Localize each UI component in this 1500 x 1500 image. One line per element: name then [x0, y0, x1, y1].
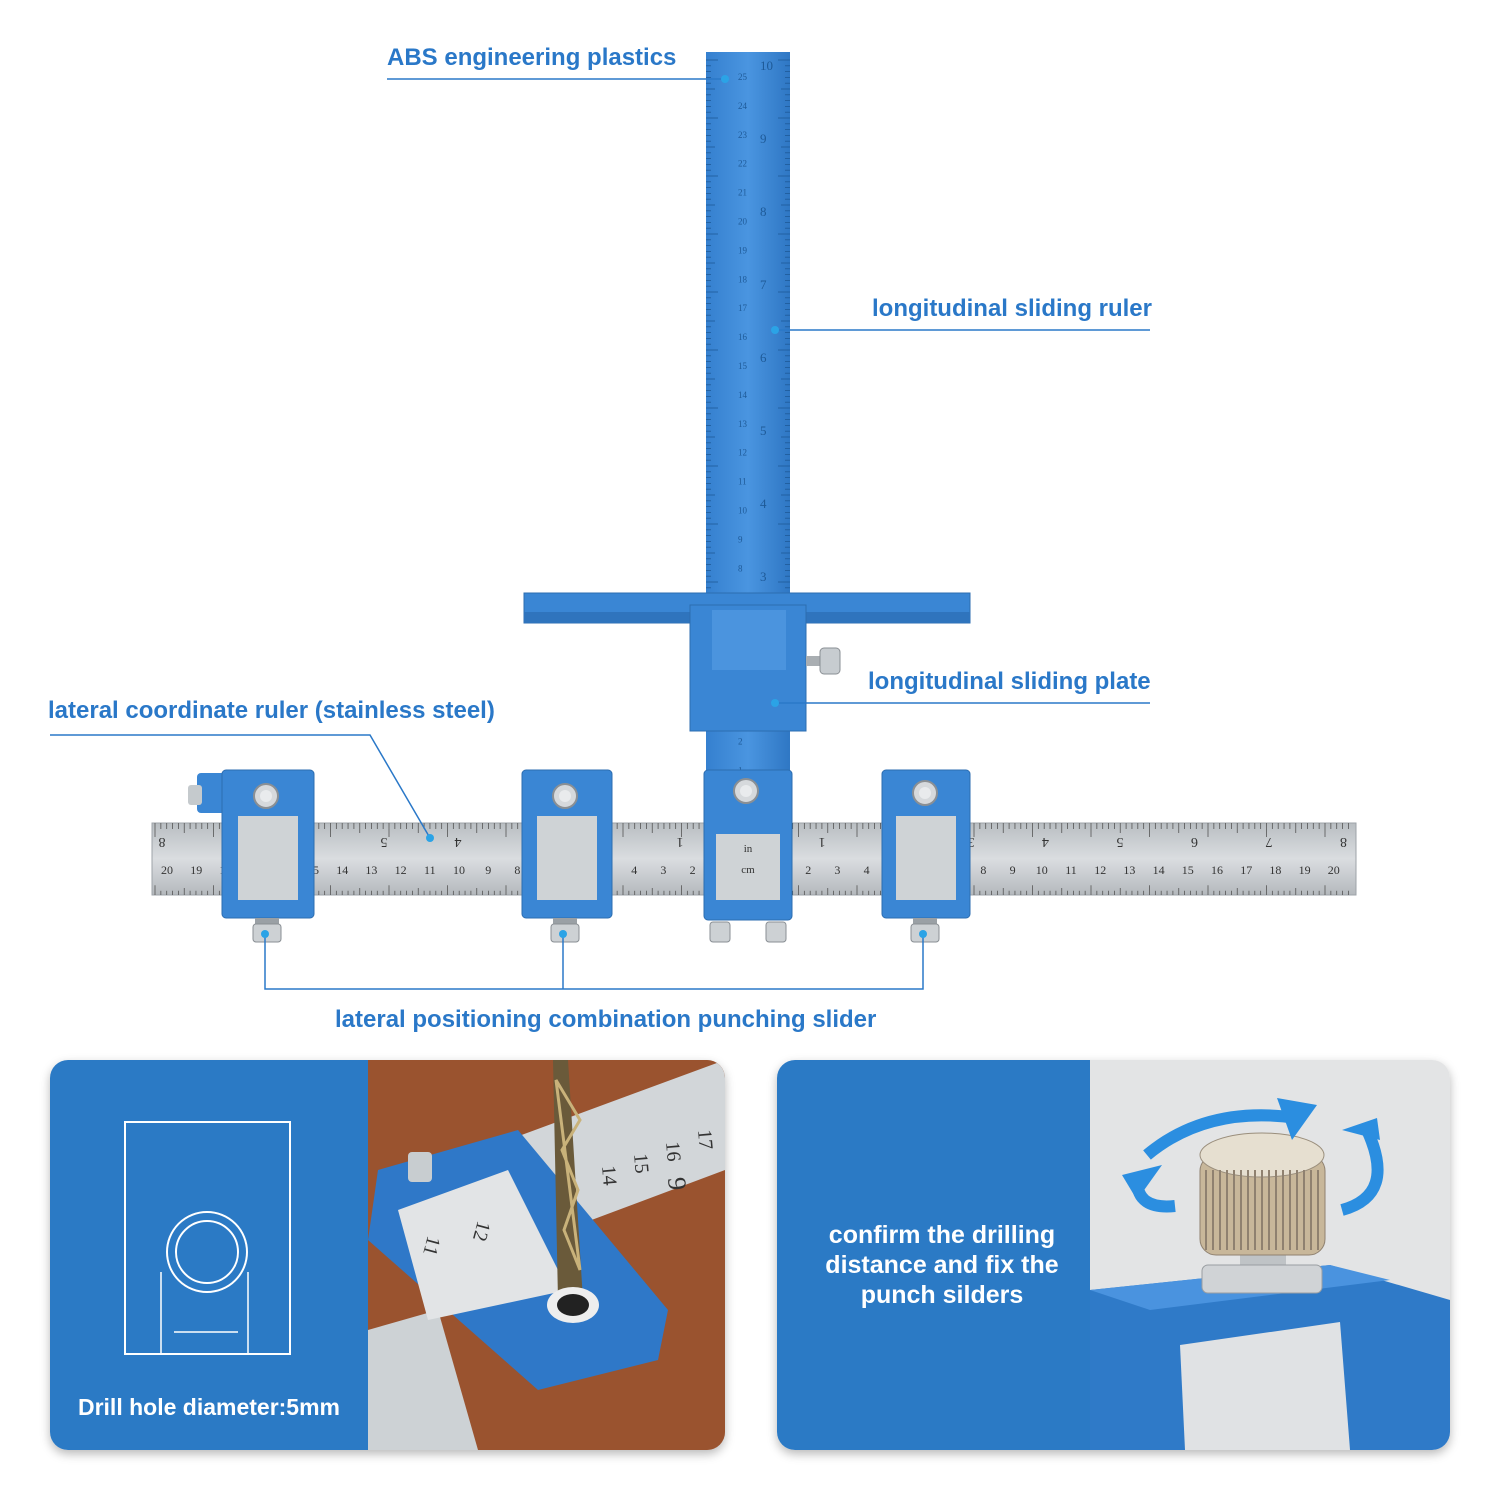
ruler-in-left-8: 8 — [159, 834, 166, 849]
vruler-cm-18: 18 — [738, 274, 748, 284]
ruler-cm-left-20: 20 — [161, 863, 173, 877]
drill-hole-card: Drill hole diameter:5mm 17 16 15 14 9 12… — [50, 1060, 725, 1450]
vruler-cm-14: 14 — [738, 390, 748, 400]
photo-ruler-14: 14 — [597, 1165, 621, 1187]
ruler-cm-left-19: 19 — [190, 863, 202, 877]
ruler-in-left-1: 1 — [677, 834, 684, 849]
punch-slider-2[interactable] — [521, 769, 613, 943]
vruler-in-3: 3 — [760, 569, 767, 584]
vruler-cm-24: 24 — [738, 101, 748, 111]
ruler-in-left-4: 4 — [455, 834, 462, 849]
vruler-in-6: 6 — [760, 350, 767, 365]
rotate-arrows-icon — [1122, 1098, 1384, 1216]
callout-dots — [261, 75, 927, 938]
callout-longitudinal-ruler: longitudinal sliding ruler — [872, 295, 1152, 322]
photo-ruler-17: 17 — [693, 1129, 717, 1151]
ruler-cm-left-14: 14 — [336, 863, 348, 877]
fix-slider-card: confirm the drilling distance and fix th… — [777, 1060, 1450, 1450]
vruler-cm-21: 21 — [738, 188, 747, 198]
vruler-in-7: 7 — [760, 277, 767, 292]
vruler-in-10: 10 — [760, 58, 773, 73]
fix-slider-caption: confirm the drilling distance and fix th… — [825, 1221, 1059, 1309]
drill-hole-diagram-icon — [124, 1121, 291, 1355]
ruler-cm-left-9: 9 — [485, 863, 491, 877]
vruler-cm-8: 8 — [738, 563, 743, 573]
product-illustration: 2019181716151413121110987654321123456789… — [50, 52, 1357, 990]
ruler-cm-right-11: 11 — [1065, 863, 1077, 877]
ruler-cm-right-18: 18 — [1269, 863, 1281, 877]
drill-photo: 17 16 15 14 9 12 11 — [368, 1060, 725, 1450]
vruler-cm-23: 23 — [738, 130, 748, 140]
ruler-cm-left-11: 11 — [424, 863, 436, 877]
ruler-cm-right-19: 19 — [1299, 863, 1311, 877]
ruler-cm-right-4: 4 — [864, 863, 870, 877]
ruler-cm-left-3: 3 — [660, 863, 666, 877]
vruler-in-8: 8 — [760, 204, 767, 219]
callout-lateral-ruler: lateral coordinate ruler (stainless stee… — [48, 697, 495, 724]
vruler-cm-15: 15 — [738, 361, 748, 371]
vruler-cm-17: 17 — [738, 303, 748, 313]
photo-ruler-16: 16 — [661, 1141, 685, 1163]
vruler-cm-19: 19 — [738, 245, 748, 255]
vruler-cm-2: 2 — [738, 737, 743, 747]
ruler-cm-left-2: 2 — [690, 863, 696, 877]
vruler-cm-11: 11 — [738, 477, 747, 487]
ruler-cm-left-10: 10 — [453, 863, 465, 877]
photo-ruler-15: 15 — [629, 1153, 653, 1175]
ruler-cm-right-17: 17 — [1240, 863, 1252, 877]
vruler-cm-20: 20 — [738, 217, 748, 227]
ruler-in-right-8: 8 — [1340, 834, 1347, 849]
ruler-cm-right-14: 14 — [1153, 863, 1165, 877]
ruler-cm-right-2: 2 — [805, 863, 811, 877]
ruler-cm-right-15: 15 — [1182, 863, 1194, 877]
ruler-cm-right-3: 3 — [834, 863, 840, 877]
ruler-in-right-3: 3 — [968, 834, 975, 849]
vruler-cm-16: 16 — [738, 332, 748, 342]
vruler-cm-13: 13 — [738, 419, 748, 429]
ruler-cm-right-13: 13 — [1123, 863, 1135, 877]
ruler-cm-left-12: 12 — [395, 863, 407, 877]
punch-slider-center[interactable] — [703, 769, 793, 943]
drill-hole-caption: Drill hole diameter:5mm — [77, 1394, 341, 1420]
plate-knob[interactable] — [819, 647, 841, 675]
ruler-cm-right-10: 10 — [1036, 863, 1048, 877]
ruler-cm-left-4: 4 — [631, 863, 637, 877]
callout-longitudinal-plate: longitudinal sliding plate — [868, 668, 1151, 695]
vruler-cm-12: 12 — [738, 448, 747, 458]
vruler-cm-25: 25 — [738, 72, 748, 82]
photo-ruler-9: 9 — [662, 1176, 692, 1191]
vruler-in-9: 9 — [760, 131, 767, 146]
ruler-cm-right-12: 12 — [1094, 863, 1106, 877]
unit-in-label: in — [744, 843, 753, 855]
ruler-cm-right-8: 8 — [980, 863, 986, 877]
unit-cm-label: cm — [741, 864, 755, 876]
vruler-cm-22: 22 — [738, 159, 747, 169]
ruler-in-right-1: 1 — [819, 834, 826, 849]
callout-abs: ABS engineering plastics — [387, 44, 677, 71]
ruler-cm-left-8: 8 — [514, 863, 520, 877]
ruler-in-right-6: 6 — [1191, 834, 1198, 849]
callout-lines — [50, 78, 1150, 990]
vruler-in-5: 5 — [760, 423, 767, 438]
ruler-in-right-4: 4 — [1042, 834, 1049, 849]
punch-slider-1[interactable] — [188, 769, 315, 943]
vruler-cm-10: 10 — [738, 506, 748, 516]
punch-slider-4[interactable] — [881, 769, 971, 943]
ruler-cm-right-16: 16 — [1211, 863, 1223, 877]
ruler-cm-left-13: 13 — [365, 863, 377, 877]
knob-photo — [1090, 1060, 1450, 1450]
ruler-in-left-5: 5 — [381, 834, 388, 849]
vruler-in-4: 4 — [760, 496, 767, 511]
callout-punching-slider: lateral positioning combination punching… — [335, 1006, 877, 1033]
ruler-in-right-7: 7 — [1266, 834, 1273, 849]
ruler-in-right-5: 5 — [1117, 834, 1124, 849]
vruler-cm-9: 9 — [738, 534, 743, 544]
ruler-cm-right-9: 9 — [1010, 863, 1016, 877]
ruler-cm-right-20: 20 — [1328, 863, 1340, 877]
